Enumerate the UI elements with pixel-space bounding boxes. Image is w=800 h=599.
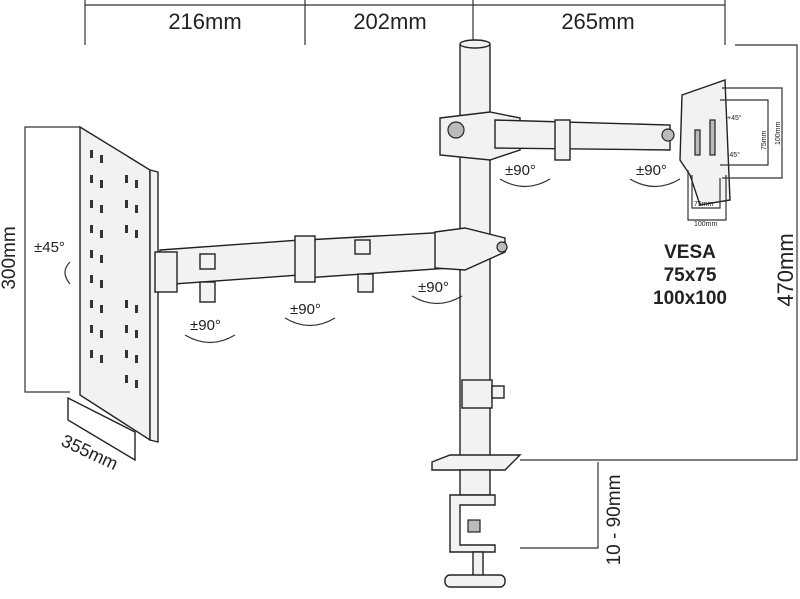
rot-tray-tilt: ±45° — [34, 239, 65, 256]
desk-clamp — [431, 454, 522, 588]
dim-max-height: 470mm — [773, 233, 798, 306]
rot-mid-joint: ±90° — [290, 301, 321, 318]
upper-arm — [439, 111, 675, 161]
vesa-h75: 75mm — [694, 201, 714, 208]
dim-tray-height: 300mm — [0, 226, 20, 289]
rot-pole-joint-upper: ±90° — [505, 162, 536, 179]
vesa-title: VESA — [664, 242, 716, 263]
rot-head-plus: +45° — [727, 114, 742, 122]
laptop-tray — [67, 125, 159, 462]
rot-tray-swivel: ±90° — [190, 317, 221, 334]
tray-height-line — [24, 126, 80, 393]
vesa-size-large: 100x100 — [653, 288, 727, 309]
vesa-size-small: 75x75 — [664, 265, 717, 286]
dim-arm-segment-3: 265mm — [561, 9, 634, 34]
lower-arm — [154, 227, 508, 303]
dim-arm-segment-2: 202mm — [353, 9, 426, 34]
rot-head-swivel: ±90° — [636, 162, 667, 179]
vesa-plate — [679, 79, 783, 221]
dim-arm-segment-1: 216mm — [168, 9, 241, 34]
vesa-v100: 100mm — [775, 121, 782, 145]
rot-pole-joint-lower: ±90° — [418, 279, 449, 296]
top-dimension-lines — [84, 0, 726, 45]
height-dimension-lines — [520, 44, 798, 549]
vesa-h100: 100mm — [694, 221, 718, 228]
vesa-v75: 75mm — [761, 130, 768, 150]
rot-head-minus: -45° — [727, 151, 740, 159]
dim-clamp-range: 10 - 90mm — [604, 475, 625, 566]
